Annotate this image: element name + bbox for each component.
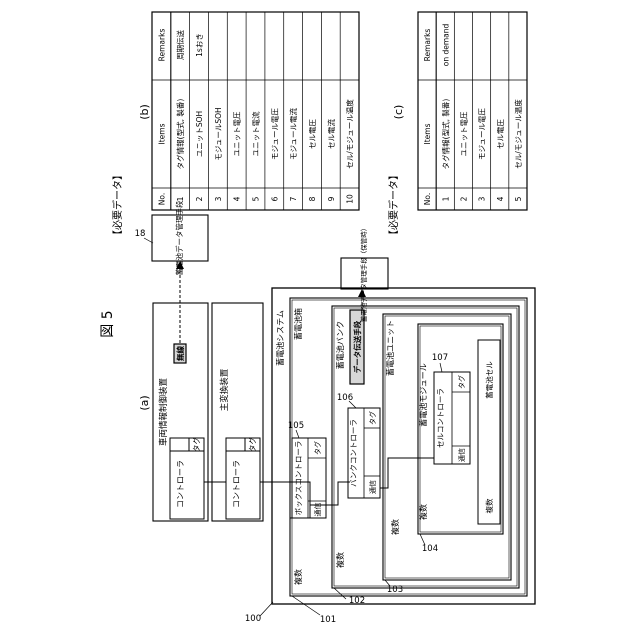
wireless-label: 無線 (175, 346, 185, 361)
cell-controller-comm: 通信 (457, 448, 466, 462)
cell-controller-tag: タグ (457, 375, 466, 389)
table-cell: モジュール電圧 (478, 108, 487, 160)
bank-controller-comm: 通信 (368, 480, 377, 494)
table-header-cell: Remarks (157, 29, 166, 62)
vehicle-controller-tag: タグ (191, 437, 201, 452)
table-cell: 3 (478, 196, 487, 201)
main-converter-box: 主変換装置 コントローラ タグ (212, 303, 263, 521)
ref-106: 106 (337, 393, 353, 403)
main-converter-controller: コントローラ (232, 460, 241, 508)
ref-100: 100 (245, 614, 261, 624)
battery-box: 蓄電池箱 複数 ボックスコントローラ 通信 タグ (290, 298, 527, 596)
battery-bank-label: 蓄電池バンク (335, 321, 345, 369)
battery-box-label: 蓄電池箱 (293, 308, 303, 340)
table-cell: on demand (441, 24, 450, 67)
storage-mgmt-label: 蓄電池データ管理手段（保管時） (359, 225, 368, 323)
table-header-cell: Remarks (423, 29, 432, 62)
panel-b-label: (b) (138, 104, 151, 120)
table-cell: モジュールSOH (214, 107, 223, 160)
battery-module-multiple: 複数 (418, 504, 428, 520)
data-mgmt-label: 蓄電池データ管理手段 (174, 200, 184, 275)
table-cell: 4 (496, 196, 505, 201)
ref-18: 18 (135, 229, 146, 239)
figure-title: 図 5 (100, 310, 116, 337)
table-cell: ユニット電圧 (459, 111, 468, 156)
table-header-cell: No. (423, 193, 432, 205)
table-cell: 8 (308, 196, 317, 201)
data-transfer-label: データ伝送手段 (352, 320, 362, 373)
table-cell: 3 (214, 196, 223, 201)
table-c: 【必要データ】 No. Items Remarks 1 タグ情報(型式, 製番) on d… (387, 12, 527, 240)
battery-module-label: 蓄電池モジュール (418, 363, 428, 426)
cell-controller-label: セルコントローラ (436, 388, 445, 448)
table-b: 【必要データ】 No.ItemsRemarks1タグ情報(型式, 製番)周期伝送… (111, 12, 359, 240)
bank-controller-label: バンクコントローラ (349, 419, 358, 487)
panel-c-label: (c) (392, 105, 405, 120)
table-cell: セル電流 (326, 119, 336, 149)
table-cell: 7 (289, 196, 298, 201)
battery-cell-multiple: 複数 (484, 498, 494, 513)
table-cell: セル電圧 (308, 119, 317, 149)
box-controller-label: ボックスコントローラ (294, 441, 303, 516)
table-cell: 9 (327, 196, 336, 201)
table-header-cell: No. (157, 193, 166, 205)
table-cell: 周期伝送 (175, 30, 185, 60)
panel-a-label: (a) (138, 395, 151, 410)
table-header-cell: Items (157, 123, 166, 144)
table-cell: モジュール電流 (288, 108, 298, 160)
table-cell: 5 (514, 196, 523, 201)
battery-bank-multiple: 複数 (335, 552, 345, 568)
battery-unit-multiple: 複数 (390, 519, 400, 535)
ref-102: 102 (349, 596, 365, 606)
box-controller-comm: 通信 (313, 503, 322, 517)
main-converter-label: 主変換装置 (219, 368, 230, 411)
table-cell: セル/モジュール温度 (345, 99, 355, 169)
ref-101: 101 (320, 615, 336, 625)
table-cell: 2 (195, 196, 204, 201)
vehicle-controller-controller: コントローラ (176, 460, 185, 508)
table-cell: モジュール電圧 (270, 108, 279, 160)
table-cell: タグ情報(型式, 製番) (440, 99, 450, 170)
table-cell: ユニットSOH (195, 111, 204, 157)
ref-104: 104 (422, 544, 438, 554)
table-cell: セル電圧 (496, 119, 505, 149)
ref-107: 107 (432, 353, 448, 363)
bank-controller-tag: タグ (368, 411, 377, 425)
table-c-caption: 【必要データ】 (387, 170, 400, 240)
table-cell: 2 (459, 196, 468, 201)
table-cell: 1sおき (195, 33, 204, 57)
table-cell: ユニット電圧 (233, 111, 242, 156)
table-cell: 10 (346, 194, 355, 204)
table-cell: 4 (233, 196, 242, 201)
battery-system-label: 蓄電池システム (275, 310, 285, 366)
comm-line-unit (380, 458, 434, 488)
table-cell: 5 (252, 196, 261, 201)
data-mgmt-box: 蓄電池データ管理手段 18 (135, 200, 208, 275)
table-cell: セル/モジュール温度 (513, 99, 523, 169)
table-cell: 1 (441, 196, 450, 201)
vehicle-controller-label: 車両情報制御装置 (158, 378, 169, 447)
battery-system: 蓄電池システム (272, 288, 535, 604)
ref-103: 103 (387, 585, 403, 595)
table-cell: 6 (270, 196, 279, 201)
battery-box-multiple: 複数 (293, 569, 303, 585)
battery-unit-label: 蓄電池ユニット (385, 320, 395, 376)
comm-line-inner (310, 482, 350, 505)
table-b-caption: 【必要データ】 (111, 170, 124, 240)
table-header-cell: Items (423, 123, 432, 144)
table-cell: タグ情報(型式, 製番) (175, 99, 185, 170)
box-controller-tag: タグ (313, 441, 322, 455)
table-cell: ユニット電流 (251, 111, 261, 156)
ref-105: 105 (288, 421, 304, 431)
battery-cell-label: 蓄電池セル (484, 361, 494, 399)
battery-module: 蓄電池モジュール 複数 セルコントローラ 通信 タグ 蓄電池セル 複数 (418, 324, 503, 534)
storage-mgmt-box: 蓄電池データ管理手段（保管時） (341, 225, 388, 323)
main-converter-tag: タグ (247, 437, 257, 452)
